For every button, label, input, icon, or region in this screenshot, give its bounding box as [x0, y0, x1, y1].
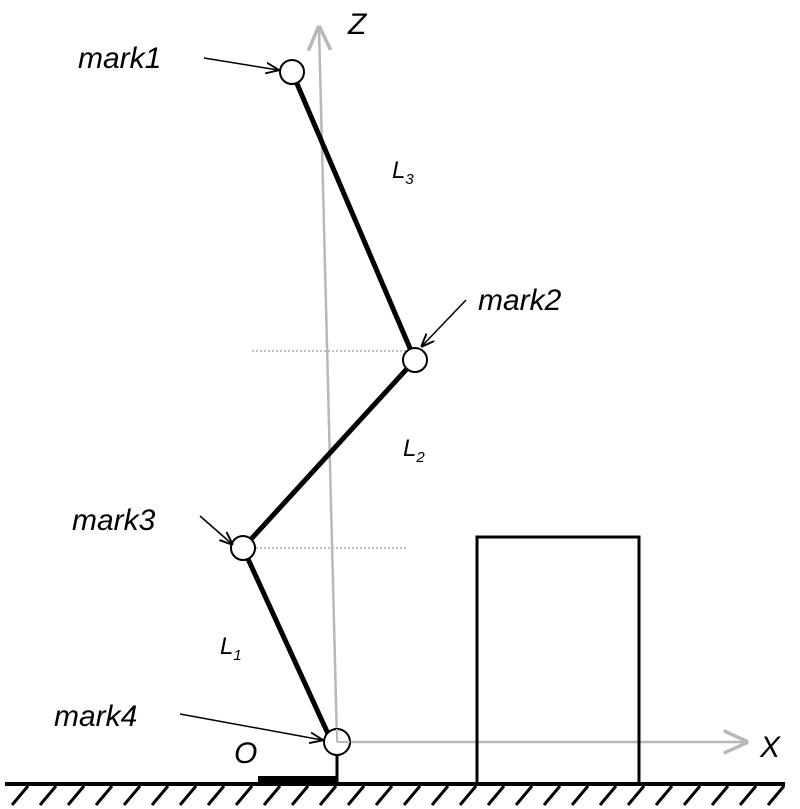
obstacle-box — [475, 535, 641, 786]
ground-hatch — [66, 785, 86, 806]
ground-hatch — [766, 785, 786, 806]
ground-hatch — [38, 785, 58, 806]
link-l1-letter: L — [220, 633, 233, 660]
z-axis — [319, 28, 339, 743]
ground-hatch — [458, 785, 478, 806]
mark2-label: mark2 — [478, 284, 562, 317]
link-l1-label: L1 — [220, 633, 242, 664]
mark1-arrow — [203, 57, 278, 70]
mark3-label: mark3 — [72, 504, 156, 537]
mark2-joint — [402, 347, 428, 373]
ground-hatch — [570, 785, 590, 806]
ground-hatch — [178, 785, 198, 806]
origin-label: O — [234, 737, 257, 770]
ground-hatch — [626, 785, 646, 806]
ground-hatch — [94, 785, 114, 806]
ground-hatch — [430, 785, 450, 806]
ground-hatch — [654, 785, 674, 806]
z-axis-label: Z — [347, 8, 368, 41]
ground-hatch — [402, 785, 422, 806]
mark1-label: mark1 — [78, 42, 161, 75]
ground-hatch — [710, 785, 730, 806]
base-plate — [258, 776, 336, 783]
link-l1-subscript: 1 — [233, 647, 241, 664]
ground-hatch — [598, 785, 618, 806]
link-l3-subscript: 3 — [405, 171, 414, 188]
link-l3-label: L3 — [392, 157, 414, 188]
ground-hatch — [682, 785, 702, 806]
ground-hatch — [150, 785, 170, 806]
mark4-arrow — [179, 713, 322, 740]
link-l2-label: L2 — [403, 435, 425, 466]
ground-hatch — [318, 785, 338, 806]
ground-hatch — [122, 785, 142, 806]
ground-hatch — [738, 785, 758, 806]
link-l3 — [289, 71, 418, 361]
mark2-arrow — [422, 299, 467, 346]
mark3-joint — [230, 535, 256, 561]
ground-hatch — [346, 785, 366, 806]
mark1-joint — [279, 59, 305, 85]
ground — [5, 782, 786, 806]
ground-hatch — [206, 785, 226, 806]
ground-hatch — [374, 785, 394, 806]
x-axis-label: X — [759, 731, 781, 764]
ground-hatch — [290, 785, 310, 806]
ground-hatch — [514, 785, 534, 806]
link-l1 — [240, 546, 332, 738]
link-l2 — [241, 358, 417, 550]
ground-hatch — [234, 785, 254, 806]
ground-hatch — [542, 785, 562, 806]
ground-hatch — [486, 785, 506, 806]
link-l3-letter: L — [392, 157, 405, 184]
mark3-arrow — [199, 515, 232, 544]
link-l2-letter: L — [403, 435, 416, 462]
ground-hatch — [262, 785, 282, 806]
mark4-label: mark4 — [54, 700, 137, 733]
ground-hatch — [10, 785, 30, 806]
link-l2-subscript: 2 — [415, 449, 425, 466]
